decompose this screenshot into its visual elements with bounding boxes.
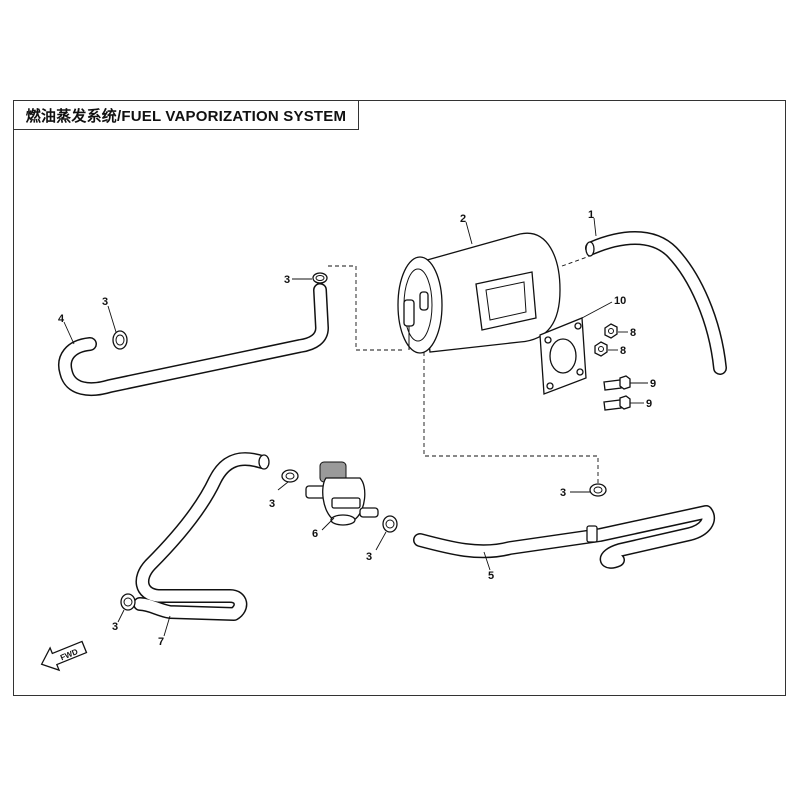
title-box: 燃油蒸发系统/FUEL VAPORIZATION SYSTEM [13, 100, 359, 130]
callout-3a: 3 [284, 274, 290, 286]
callouts: 1 2 3 3 3 3 3 3 4 5 6 7 8 8 9 9 10 [58, 209, 656, 648]
callout-3c: 3 [269, 498, 275, 510]
clamps-3 [112, 272, 607, 611]
clamp [589, 483, 607, 497]
callout-5: 5 [488, 570, 494, 582]
connection-lines [328, 255, 599, 484]
callout-7: 7 [158, 636, 164, 648]
callout-10: 10 [614, 295, 626, 307]
hose-1 [585, 231, 727, 375]
callout-1: 1 [588, 209, 594, 221]
canister [397, 232, 561, 354]
callout-9b: 9 [646, 398, 652, 410]
callout-2: 2 [460, 213, 466, 225]
bolts-9 [603, 375, 631, 411]
callout-8b: 8 [620, 345, 626, 357]
clamp [312, 272, 328, 284]
clamp [112, 330, 128, 350]
hose-4 [58, 283, 329, 396]
clamp [281, 469, 299, 483]
nuts-8 [594, 323, 618, 357]
callout-6: 6 [312, 528, 318, 540]
page-title: 燃油蒸发系统/FUEL VAPORIZATION SYSTEM [25, 107, 347, 125]
mounting-plate [539, 317, 587, 395]
callout-9a: 9 [650, 378, 656, 390]
hose-7 [133, 452, 270, 621]
callout-4: 4 [58, 313, 65, 325]
callout-3f: 3 [112, 621, 118, 633]
drawing-frame [13, 100, 786, 696]
callout-3d: 3 [366, 551, 372, 563]
fwd-arrow-icon: FWD [40, 640, 88, 672]
clamp [120, 593, 136, 611]
callout-3b: 3 [102, 296, 108, 308]
hose-5 [413, 505, 716, 569]
clamp [382, 515, 398, 533]
purge-valve [305, 461, 379, 526]
callout-3e: 3 [560, 487, 566, 499]
callout-8a: 8 [630, 327, 636, 339]
